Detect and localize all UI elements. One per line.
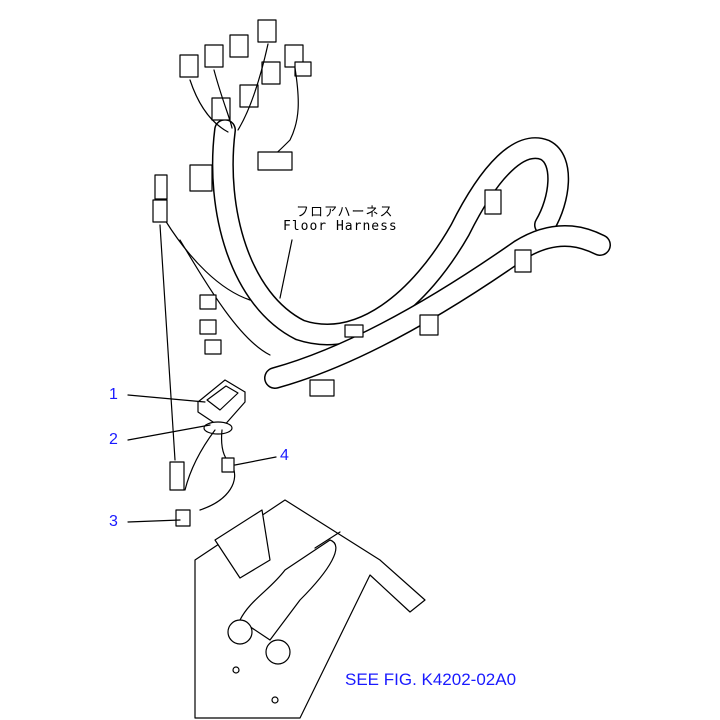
bracket — [194, 499, 426, 719]
callout-2[interactable]: 2 — [109, 431, 118, 448]
callout-1[interactable]: 1 — [109, 386, 118, 403]
connector-part-4 — [221, 457, 235, 473]
floor-harness-tube — [164, 119, 611, 389]
clamps — [309, 189, 532, 397]
terminal-part-3 — [175, 509, 191, 527]
switch-part-1 — [197, 379, 246, 435]
side-connectors — [152, 174, 222, 355]
connector-cluster — [179, 19, 312, 192]
callout-4[interactable]: 4 — [280, 447, 289, 464]
callout-3[interactable]: 3 — [109, 513, 118, 530]
harness-label-en: Floor Harness — [283, 219, 398, 234]
leader-lines — [127, 239, 293, 523]
harness-label-jp: フロアハーネス — [296, 205, 394, 220]
figure-reference[interactable]: SEE FIG. K4202-02A0 — [345, 670, 517, 689]
